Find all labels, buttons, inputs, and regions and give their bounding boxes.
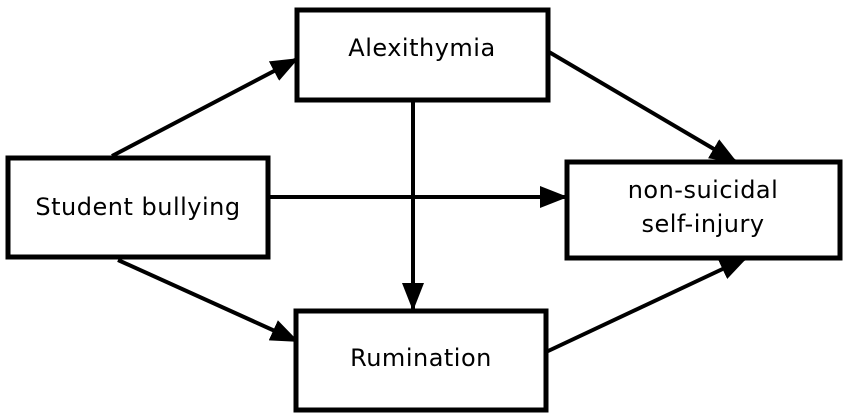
node-alexithymia-box <box>294 7 551 103</box>
node-nssi-label-line1: non-suicidal <box>628 176 779 204</box>
arrow-bullying-to-alexithymia <box>111 57 299 158</box>
node-nssi-label-line2: self-injury <box>641 210 764 238</box>
node-student-bullying-label: Student bullying <box>35 193 240 221</box>
node-nssi: non-suicidal self-injury <box>564 159 843 261</box>
arrow-alexithymia-to-nssi <box>547 50 738 164</box>
node-rumination: Rumination <box>293 308 549 413</box>
node-rumination-box <box>293 308 549 413</box>
node-nssi-box <box>564 159 843 261</box>
node-alexithymia: Alexithymia <box>294 7 551 103</box>
arrow-bullying-to-rumination <box>117 258 299 343</box>
node-alexithymia-label: Alexithymia <box>348 34 495 62</box>
node-rumination-label: Rumination <box>350 344 492 372</box>
arrow-rumination-to-nssi <box>545 256 748 354</box>
node-student-bullying-box <box>5 155 271 260</box>
node-student-bullying: Student bullying <box>5 155 271 260</box>
